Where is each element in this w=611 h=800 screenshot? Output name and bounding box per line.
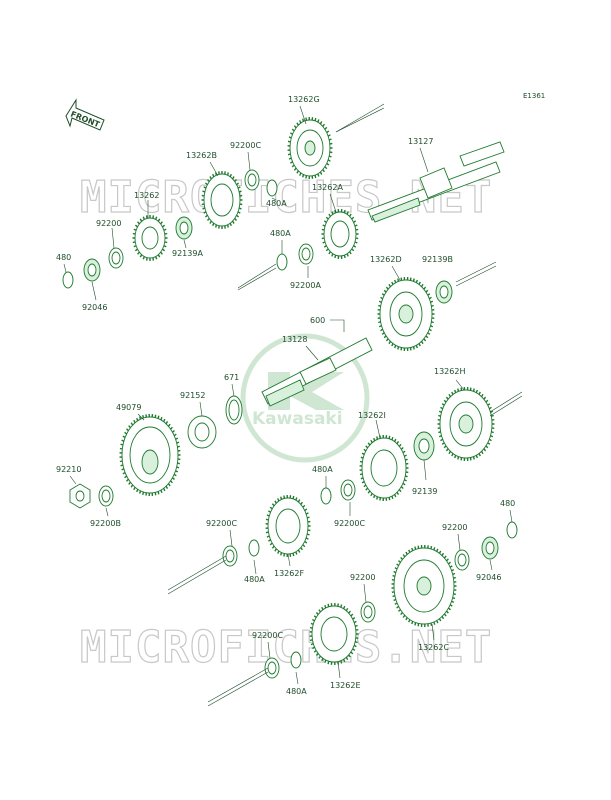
label-600[interactable]: 600 [310,316,325,325]
bearing-92046-right[interactable] [481,536,499,560]
washer-92200-c[interactable] [360,601,376,623]
label-480A-e[interactable]: 480A [286,687,307,696]
label-92200-c[interactable]: 92200 [350,573,375,582]
gear-13262I[interactable] [359,434,409,502]
gear-49079[interactable] [119,413,181,497]
bearing-92152[interactable] [187,415,217,449]
label-13262D[interactable]: 13262D [370,255,402,264]
label-92200C-c[interactable]: 92200C [206,519,237,528]
label-13262C[interactable]: 13262C [418,643,449,652]
label-92200[interactable]: 92200 [96,219,121,228]
label-49079[interactable]: 49079 [116,403,141,412]
label-92200-b[interactable]: 92200 [442,523,467,532]
gear-teeth [132,215,168,261]
washer-92200C-top[interactable] [244,169,260,191]
nut-92210[interactable] [69,483,91,509]
parts-layer [62,116,518,679]
gear-13262F[interactable] [265,494,311,558]
gear-teeth [377,277,435,351]
circlip-480-right[interactable] [506,521,518,539]
washer-92200A[interactable] [298,243,314,265]
circlip-480A-e[interactable] [290,651,302,669]
label-13262I[interactable]: 13262I [358,411,386,420]
watermark-bottom: MICROFICHES.NET [80,622,492,673]
label-13262A[interactable]: 13262A [312,183,343,192]
bearing-92139A[interactable] [175,216,193,240]
bearing-92046-left[interactable] [83,258,101,282]
label-92046-b[interactable]: 92046 [476,573,501,582]
label-92139[interactable]: 92139 [412,487,437,496]
washer-92200C-c[interactable] [222,545,238,567]
label-92139A[interactable]: 92139A [172,249,203,258]
label-671[interactable]: 671 [224,373,239,382]
part-labels: 13262G 13127 92200C 13262B 13262A 480A 1… [56,95,515,696]
gear-teeth [201,171,243,229]
label-480A-a[interactable]: 480A [266,199,287,208]
shaft-13127[interactable] [367,141,505,223]
label-13128[interactable]: 13128 [282,335,307,344]
gear-teeth [391,545,457,627]
washer-92200-left[interactable] [108,247,124,269]
gear-13262H[interactable] [437,387,495,461]
circlip-480A-d[interactable] [248,539,260,557]
label-13262E[interactable]: 13262E [330,681,361,690]
bearing-92139[interactable] [413,431,435,461]
washer-92200-b[interactable] [454,549,470,571]
gear-teeth [359,434,409,502]
label-92210[interactable]: 92210 [56,465,81,474]
label-92200C-d[interactable]: 92200C [252,631,283,640]
gear-teeth [265,494,311,558]
label-92200C-b[interactable]: 92200C [334,519,365,528]
label-92139B[interactable]: 92139B [422,255,453,264]
gear-teeth [321,209,359,259]
circlip-480A-c[interactable] [320,487,332,505]
label-13262B[interactable]: 13262B [186,151,217,160]
leader-lines [63,103,523,707]
shaft-13128[interactable] [261,337,373,407]
label-92152[interactable]: 92152 [180,391,205,400]
bearing-92139B[interactable] [435,280,453,304]
circlip-480A-mid[interactable] [276,253,288,271]
circlip-480-left[interactable] [62,271,74,289]
label-480A-c[interactable]: 480A [312,465,333,474]
washer-92200C-d[interactable] [264,657,280,679]
label-13262[interactable]: 13262 [134,191,159,200]
gear-13262[interactable] [132,215,168,261]
label-92046[interactable]: 92046 [82,303,107,312]
label-13262G[interactable]: 13262G [288,95,320,104]
gear-teeth [119,413,181,497]
gear-13262G[interactable] [287,116,333,180]
gear-13262D[interactable] [377,277,435,351]
gear-teeth [287,116,333,180]
label-92200B[interactable]: 92200B [90,519,121,528]
diagram-ref: E1361 [523,92,545,100]
washer-92200C-b[interactable] [340,479,356,501]
gear-13262A[interactable] [321,209,359,259]
gear-13262E[interactable] [309,602,359,666]
gear-13262B[interactable] [201,171,243,229]
label-13262H[interactable]: 13262H [434,367,465,376]
label-92200C-a[interactable]: 92200C [230,141,261,150]
label-92200A[interactable]: 92200A [290,281,321,290]
gear-teeth [437,387,495,461]
label-13262F[interactable]: 13262F [274,569,304,578]
label-13127[interactable]: 13127 [408,137,433,146]
label-480A-d[interactable]: 480A [244,575,265,584]
logo-text: Kawasaki [252,409,343,429]
washer-92200B[interactable] [98,485,114,507]
front-arrow-icon: FRONT [65,98,105,131]
label-480[interactable]: 480 [56,253,71,262]
seal-671[interactable] [225,395,243,425]
circlip-480A-top[interactable] [266,179,278,197]
gear-13262C[interactable] [391,545,457,627]
label-480-b[interactable]: 480 [500,499,515,508]
label-480A-b[interactable]: 480A [270,229,291,238]
